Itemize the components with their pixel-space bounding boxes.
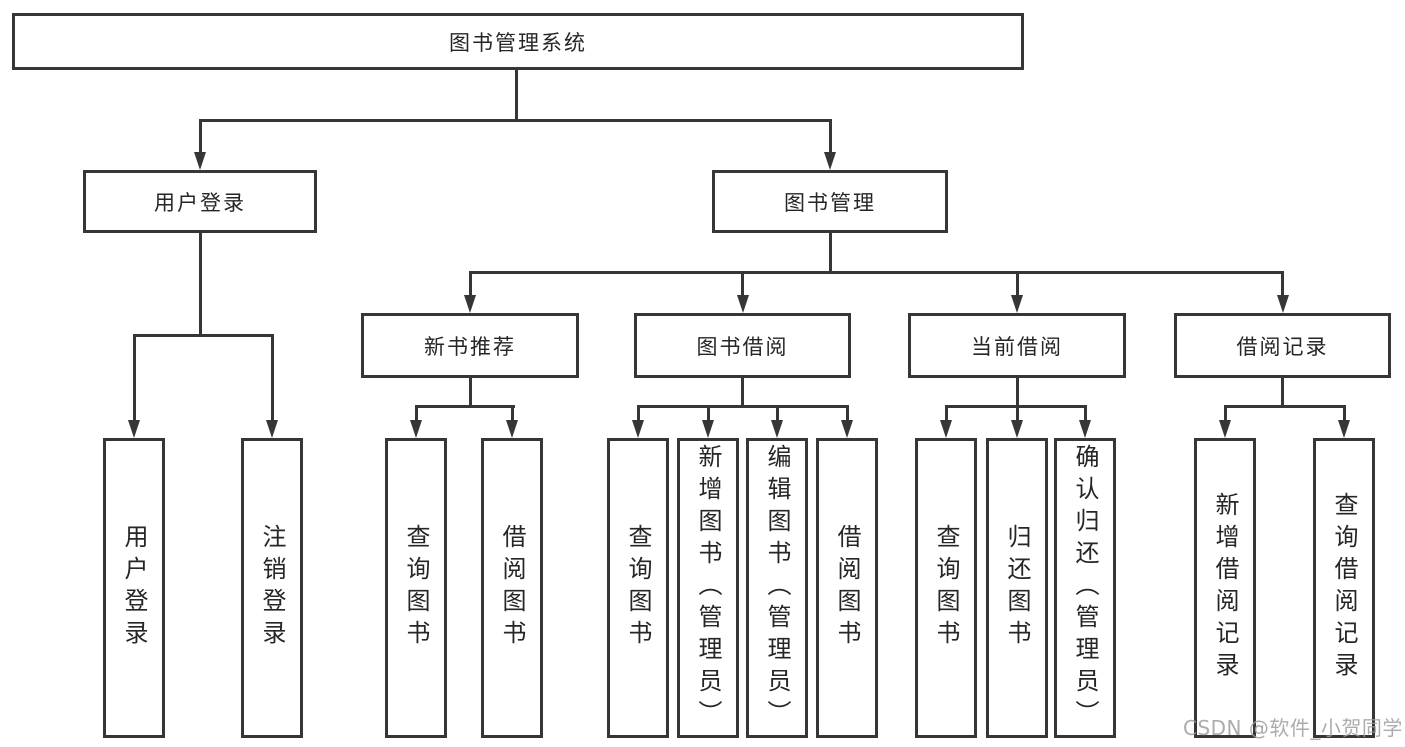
arrowhead-to-leaf-records-add <box>1219 420 1231 438</box>
connector-mgmt-drop-2 <box>741 271 744 297</box>
arrowhead-to-current-borrow <box>1011 295 1023 313</box>
leaf-current-query-books-label: 查询图书 <box>932 524 960 652</box>
arrowhead-to-leaf-newbook-query <box>410 420 422 438</box>
connector-borrow-stem <box>741 378 744 408</box>
connector-mgmt-drop-3 <box>1015 271 1019 297</box>
node-new-book-recommend: 新书推荐 <box>361 313 579 378</box>
arrowhead-to-book-management <box>824 152 836 170</box>
connector-records-drop-2 <box>1342 405 1346 422</box>
node-user-login-label: 用户登录 <box>154 190 246 215</box>
connector-records-stem <box>1281 378 1284 408</box>
arrowhead-to-new-book-recommend <box>464 295 476 313</box>
leaf-borrow-borrow-books-label: 借阅图书 <box>833 524 861 652</box>
arrowhead-to-book-borrow <box>736 295 749 313</box>
connector-login-stem <box>198 233 202 337</box>
connector-root-stem <box>514 70 518 122</box>
connector-mgmt-drop-1 <box>468 271 472 297</box>
connector-current-drop-1 <box>944 405 948 422</box>
leaf-newbook-query-books: 查询图书 <box>385 438 447 738</box>
connector-login-drop-1 <box>132 334 136 422</box>
node-current-borrow: 当前借阅 <box>908 313 1126 378</box>
connector-root-drop-mgmt <box>828 119 832 155</box>
leaf-borrow-query-books-label: 查询图书 <box>624 524 652 652</box>
node-book-borrow-label: 图书借阅 <box>696 334 789 359</box>
connector-records-drop-1 <box>1223 405 1227 422</box>
connector-root-rail <box>198 119 832 122</box>
node-current-borrow-label: 当前借阅 <box>971 334 1063 359</box>
leaf-borrow-add-books-admin-label: 新增图书（管理员） <box>694 444 722 732</box>
arrowhead-to-leaf-borrow-edit <box>771 420 783 438</box>
connector-current-stem <box>1015 378 1019 408</box>
leaf-records-query-record-label: 查询借阅记录 <box>1330 492 1358 684</box>
leaf-borrow-borrow-books: 借阅图书 <box>816 438 878 738</box>
leaf-logout: 注销登录 <box>241 438 303 738</box>
arrowhead-to-borrow-records <box>1276 295 1289 313</box>
leaf-borrow-edit-books-admin: 编辑图书（管理员） <box>746 438 808 738</box>
node-borrow-records-label: 借阅记录 <box>1236 334 1329 359</box>
leaf-newbook-borrow-books: 借阅图书 <box>481 438 543 738</box>
leaf-records-query-record: 查询借阅记录 <box>1313 438 1375 738</box>
node-borrow-records: 借阅记录 <box>1174 313 1391 378</box>
connector-current-drop-2 <box>1015 405 1019 422</box>
connector-login-rail <box>132 334 274 337</box>
connector-mgmt-rail <box>468 271 1284 274</box>
arrowhead-to-leaf-newbook-borrow <box>506 420 518 438</box>
leaf-current-confirm-return-admin: 确认归还（管理员） <box>1054 438 1116 738</box>
connector-newbook-rail <box>414 405 515 408</box>
leaf-records-add-record: 新增借阅记录 <box>1194 438 1256 738</box>
leaf-current-query-books: 查询图书 <box>915 438 977 738</box>
connector-newbook-stem <box>468 378 472 408</box>
arrowhead-to-leaf-borrow-add <box>702 420 714 438</box>
connector-login-drop-2 <box>270 334 274 422</box>
arrowhead-to-leaf-records-query <box>1338 420 1350 438</box>
connector-newbook-drop-1 <box>414 405 418 422</box>
arrowhead-to-leaf-current-query <box>940 420 952 438</box>
leaf-records-add-record-label: 新增借阅记录 <box>1211 492 1239 684</box>
arrowhead-to-user-login <box>194 152 206 170</box>
connector-borrow-drop-3 <box>775 405 779 422</box>
node-root-system-label: 图书管理系统 <box>449 30 587 55</box>
connector-mgmt-stem <box>828 233 832 274</box>
node-root-system: 图书管理系统 <box>12 13 1024 70</box>
connector-borrow-rail <box>636 405 849 408</box>
arrowhead-to-leaf-borrow-borrow <box>841 420 853 438</box>
connector-records-rail <box>1223 405 1346 408</box>
arrowhead-to-leaf-current-confirm <box>1079 420 1091 438</box>
connector-borrow-drop-4 <box>845 405 849 422</box>
connector-borrow-drop-2 <box>706 405 710 422</box>
leaf-current-confirm-return-admin-label: 确认归还（管理员） <box>1071 444 1099 732</box>
leaf-user-login-label: 用户登录 <box>120 524 148 652</box>
connector-newbook-drop-2 <box>510 405 514 422</box>
arrowhead-to-leaf-user-login <box>128 420 140 438</box>
csdn-watermark: CSDN @软件_小贺同学 <box>1183 716 1403 740</box>
arrowhead-to-leaf-borrow-query <box>632 420 644 438</box>
arrowhead-to-leaf-current-return <box>1011 420 1023 438</box>
leaf-user-login: 用户登录 <box>103 438 165 738</box>
leaf-current-return-books: 归还图书 <box>986 438 1048 738</box>
leaf-newbook-query-books-label: 查询图书 <box>402 524 430 652</box>
leaf-logout-label: 注销登录 <box>258 524 286 652</box>
leaf-borrow-add-books-admin: 新增图书（管理员） <box>677 438 739 738</box>
connector-current-drop-3 <box>1083 405 1087 422</box>
arrowhead-to-leaf-logout <box>266 420 278 438</box>
leaf-newbook-borrow-books-label: 借阅图书 <box>498 524 526 652</box>
node-book-management: 图书管理 <box>712 170 948 233</box>
node-new-book-recommend-label: 新书推荐 <box>424 334 516 359</box>
connector-root-drop-login <box>198 119 202 155</box>
node-book-borrow: 图书借阅 <box>634 313 851 378</box>
connector-borrow-drop-1 <box>636 405 640 422</box>
node-book-management-label: 图书管理 <box>784 190 876 215</box>
node-user-login: 用户登录 <box>83 170 317 233</box>
leaf-current-return-books-label: 归还图书 <box>1003 524 1031 652</box>
leaf-borrow-edit-books-admin-label: 编辑图书（管理员） <box>763 444 791 732</box>
leaf-borrow-query-books: 查询图书 <box>607 438 669 738</box>
connector-mgmt-drop-4 <box>1281 271 1284 297</box>
